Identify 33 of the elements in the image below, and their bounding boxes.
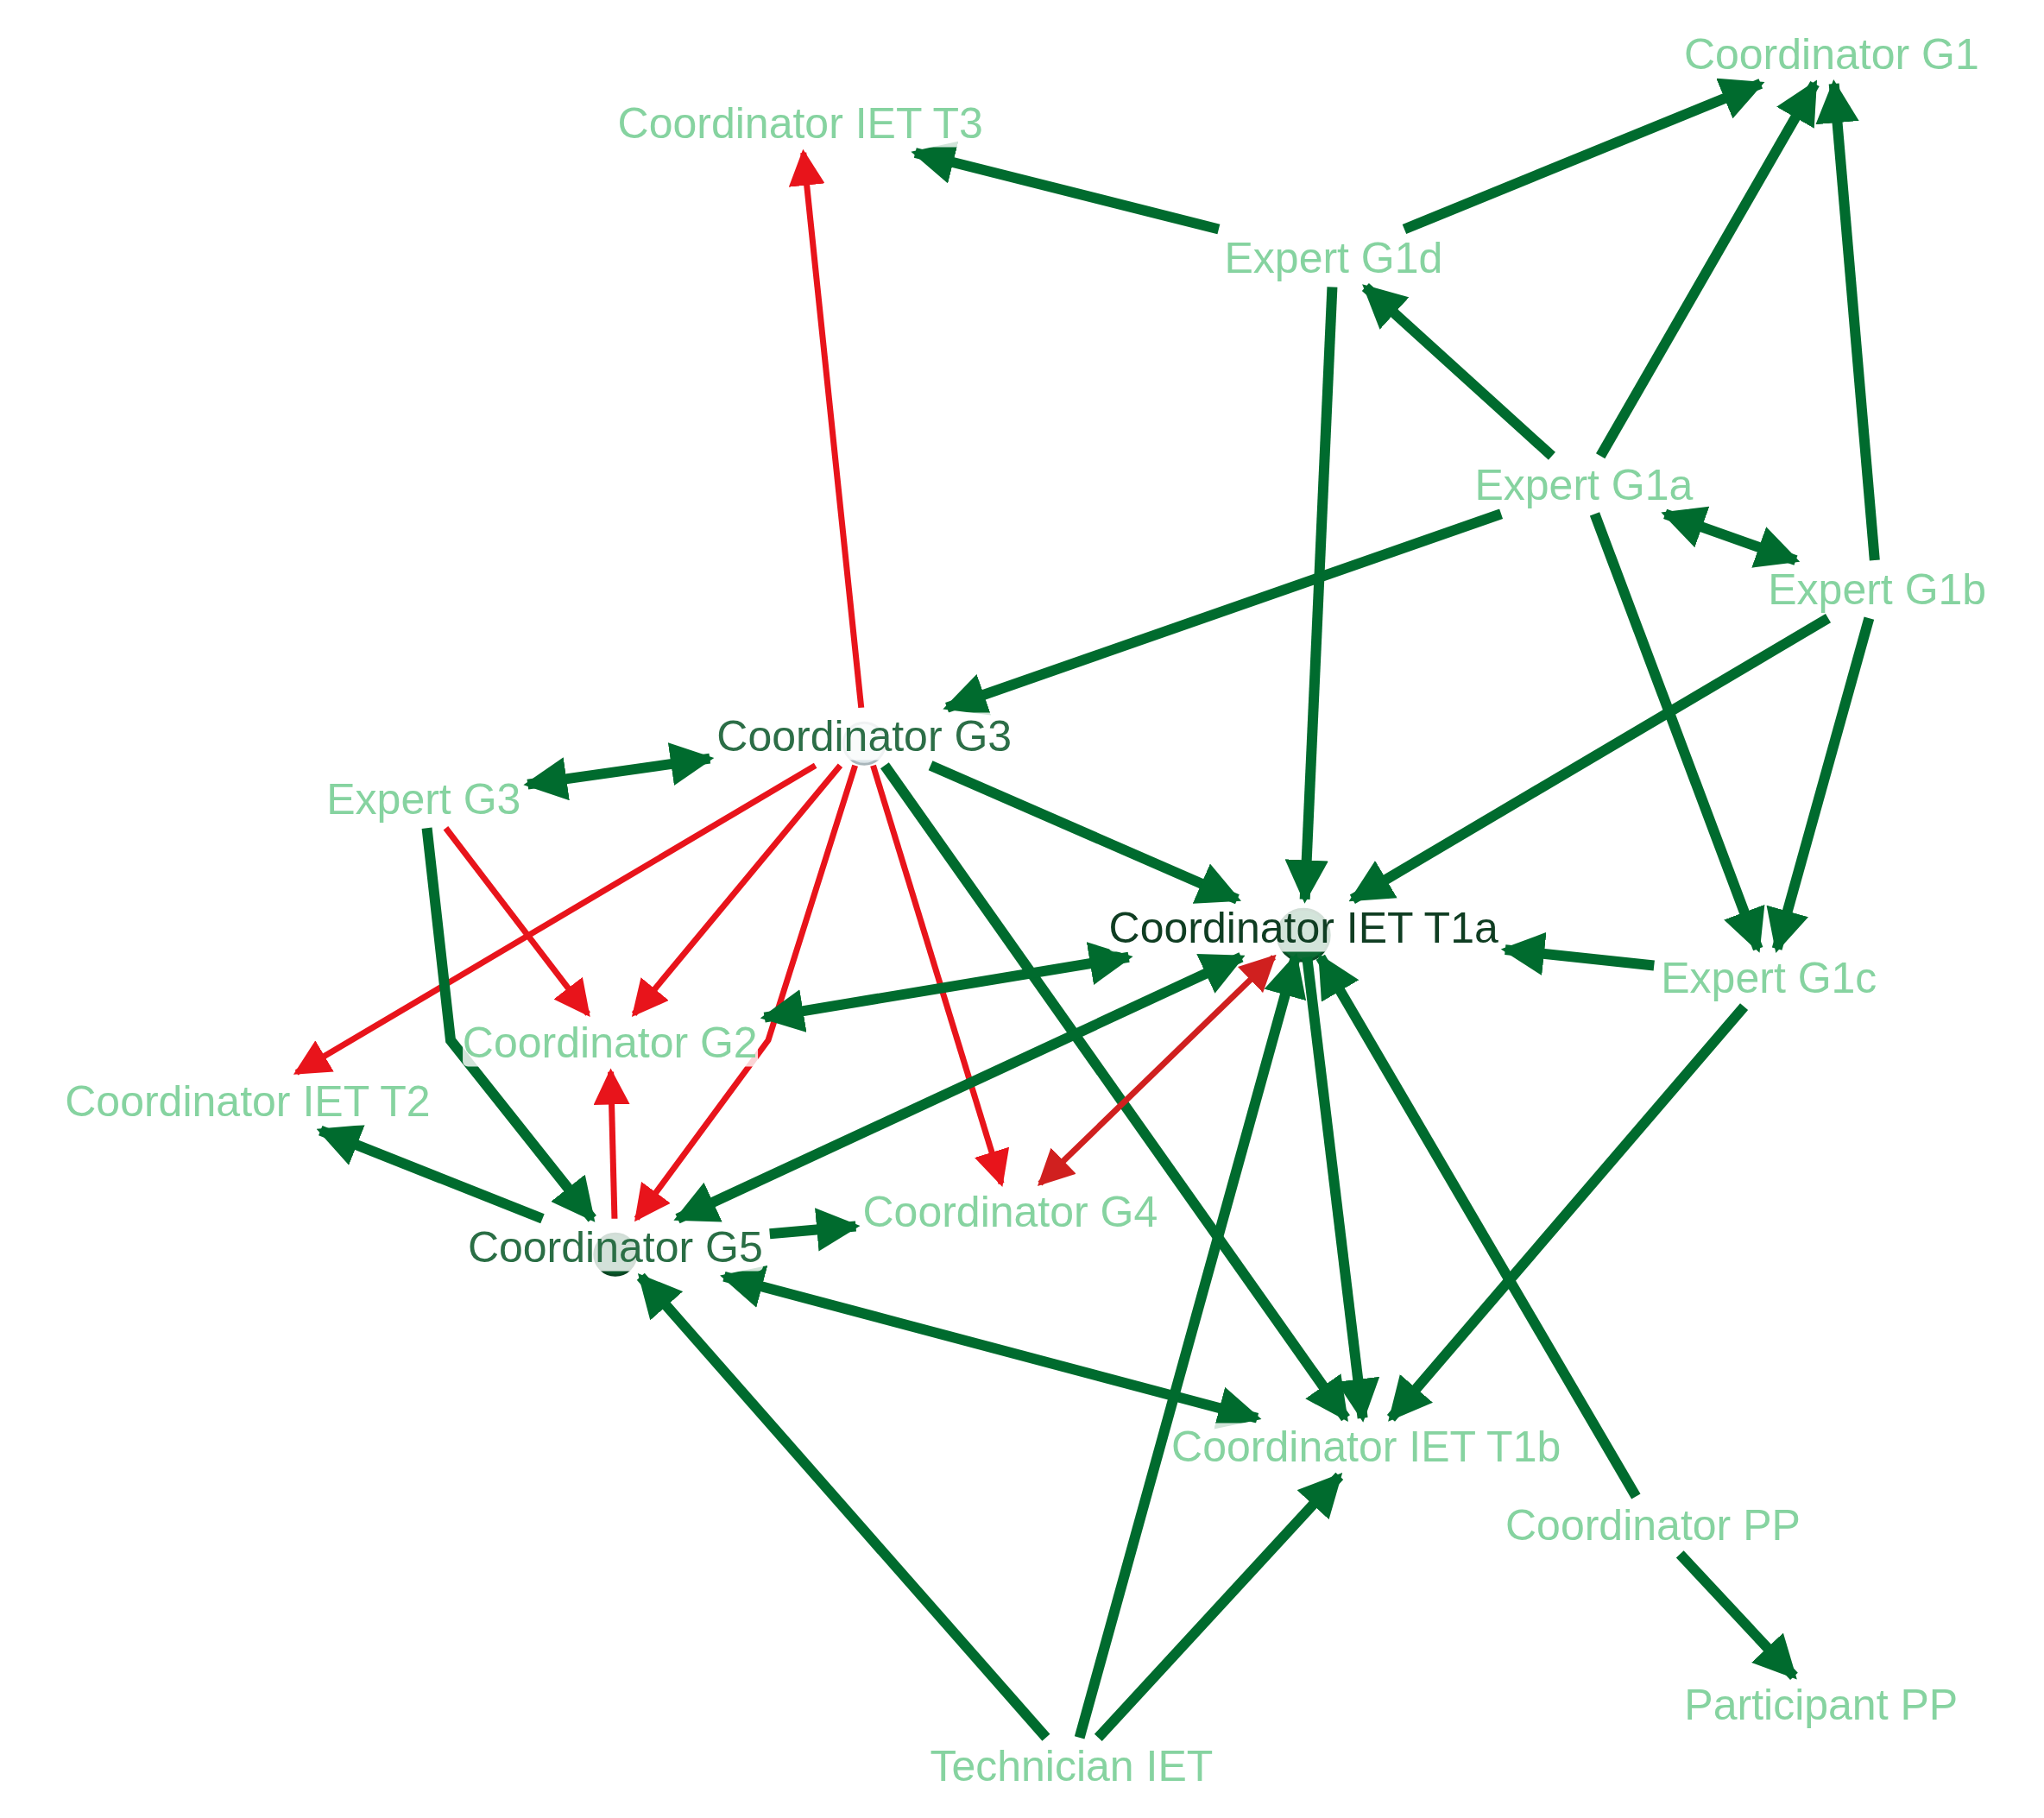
arrow	[880, 762, 1350, 1422]
arrow	[636, 1272, 1050, 1741]
arrow	[1094, 1472, 1344, 1741]
arrow	[1074, 952, 1307, 1739]
arrow	[1661, 506, 1801, 568]
node-label: Coordinator G3	[716, 712, 1013, 761]
arrow	[293, 762, 817, 1076]
arrow	[1595, 79, 1820, 459]
arrow	[316, 1124, 545, 1224]
arrow	[631, 763, 843, 1017]
arrow	[523, 742, 715, 801]
arrow	[1675, 1550, 1798, 1680]
arrow	[870, 764, 1010, 1187]
arrow	[1766, 616, 1875, 953]
arrow	[1500, 931, 1655, 975]
arrow	[1302, 956, 1380, 1423]
arrow	[1386, 1003, 1749, 1422]
arrow	[1037, 954, 1277, 1186]
arrow	[443, 826, 590, 1017]
arrow	[769, 1208, 861, 1252]
arrow	[673, 952, 1246, 1224]
arrow	[1589, 512, 1765, 953]
arrow	[788, 148, 865, 709]
arrow	[1348, 613, 1832, 904]
arrow	[928, 761, 1241, 905]
arrow	[1284, 287, 1338, 904]
arrow	[1361, 283, 1555, 460]
arrow	[1315, 953, 1641, 1499]
arrow	[760, 942, 1133, 1032]
arrow	[421, 827, 596, 1222]
arrow	[1402, 78, 1765, 235]
arrow	[1815, 79, 1880, 561]
arrow	[634, 764, 858, 1222]
